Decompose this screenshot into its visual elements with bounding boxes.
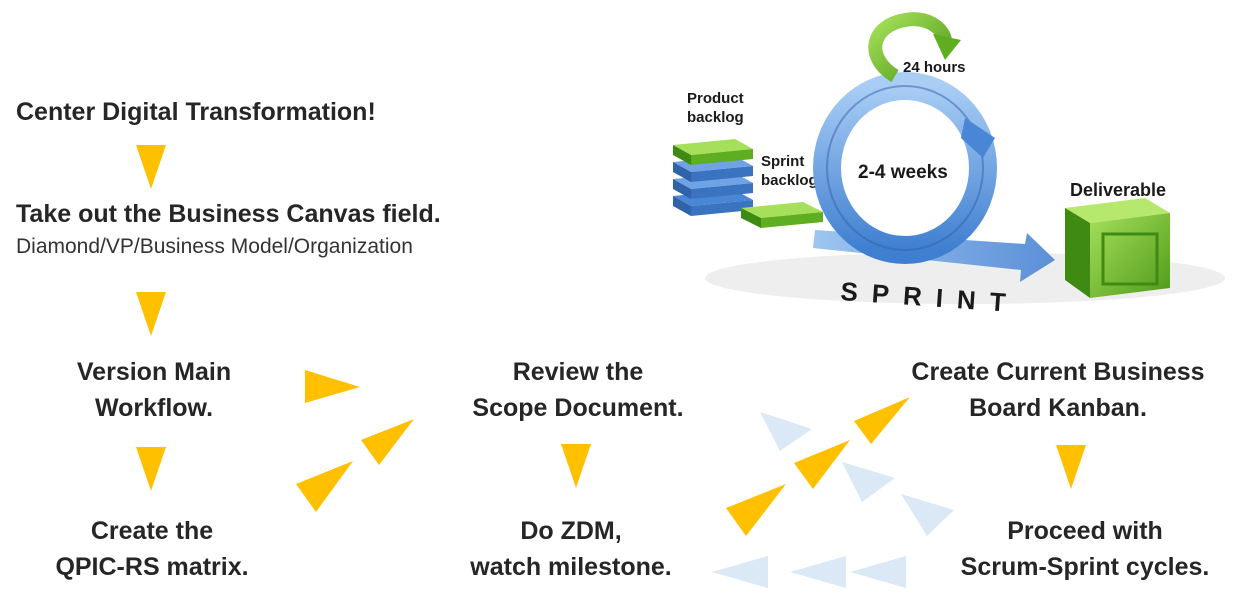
arrow-down-4	[561, 444, 591, 488]
deliverable-label: Deliverable	[1070, 180, 1166, 200]
arrow-diag-2	[361, 419, 414, 465]
deliverable-box	[1065, 198, 1170, 298]
step-6-line-1: Do ZDM,	[520, 517, 622, 545]
step-2-subtitle: Diamond/VP/Business Model/Organization	[16, 235, 413, 258]
step-7: Create Current Business Board Kanban.	[880, 354, 1236, 426]
arrow-down-2	[136, 292, 166, 336]
faded-arrow-3	[901, 494, 954, 536]
sprint-backlog-slab	[741, 202, 823, 228]
arrow-down-5	[1056, 445, 1086, 489]
arrow-down-3	[136, 447, 166, 491]
sprint-backlog-label-2: backlog	[761, 172, 818, 189]
step-8-line-2: Scrum-Sprint cycles.	[960, 553, 1210, 581]
cycle-label: 2-4 weeks	[858, 162, 948, 183]
cycle-loop	[813, 72, 997, 264]
sprint-illustration: Product backlog Sprint backlog 2-4 weeks…	[673, 12, 1225, 318]
step-4-line-2: QPIC-RS matrix.	[55, 553, 249, 581]
arrow-diag-3	[726, 484, 786, 536]
faded-arrow-2	[842, 462, 895, 502]
step-8: Proceed with Scrum-Sprint cycles.	[930, 513, 1240, 585]
step-5: Review the Scope Document.	[436, 354, 720, 426]
step-3-line-2: Workflow.	[94, 394, 214, 422]
step-2: Take out the Business Canvas field.	[16, 200, 441, 228]
step-5-line-1: Review the	[512, 358, 644, 386]
arrow-diag-1	[296, 461, 353, 512]
step-8-line-1: Proceed with	[1007, 517, 1163, 545]
daily-loop	[868, 12, 961, 82]
product-backlog-stack	[673, 139, 753, 216]
arrow-right-1	[305, 370, 360, 403]
product-backlog-label-1: Product	[687, 90, 744, 107]
step-3-line-1: Version Main	[76, 358, 232, 386]
step-5-line-2: Scope Document.	[472, 394, 684, 422]
step-6: Do ZDM, watch milestone.	[436, 513, 706, 585]
arrow-down-1	[136, 145, 166, 189]
faded-arrow-5	[790, 556, 846, 588]
faded-arrow-4	[712, 556, 768, 588]
product-backlog-label-2: backlog	[687, 109, 744, 126]
step-4-line-1: Create the	[90, 517, 214, 545]
step-3: Version Main Workflow.	[34, 354, 274, 426]
daily-label: 24 hours	[903, 59, 966, 76]
faded-arrow-6	[850, 556, 906, 588]
faded-arrow-1	[760, 412, 812, 451]
step-1: Center Digital Transformation!	[16, 98, 376, 126]
step-6-line-2: watch milestone.	[470, 553, 672, 581]
arrow-diag-5	[854, 397, 910, 444]
arrow-diag-4	[794, 440, 850, 489]
step-7-line-2: Board Kanban.	[969, 394, 1147, 422]
sprint-backlog-label-1: Sprint	[761, 153, 804, 170]
step-4: Create the QPIC-RS matrix.	[14, 513, 290, 585]
step-7-line-1: Create Current Business	[911, 358, 1205, 386]
